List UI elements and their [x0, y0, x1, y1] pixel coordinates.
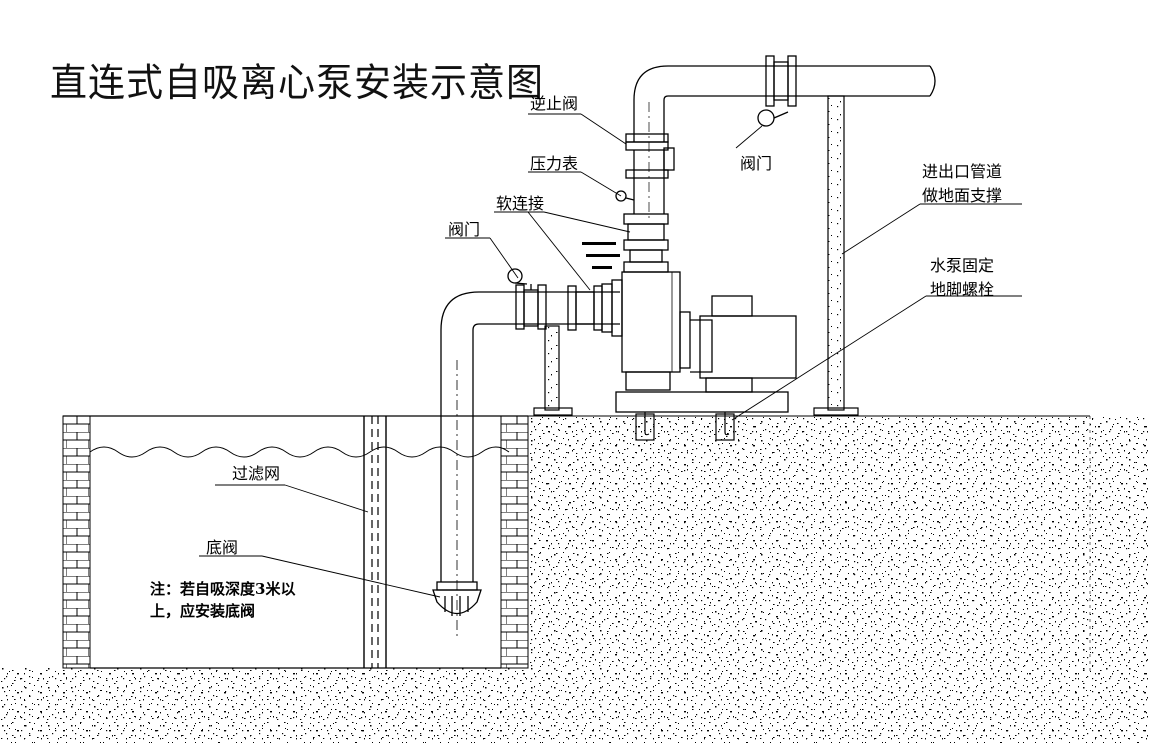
- water-surface: [89, 446, 510, 458]
- note-line-2: 上，应安装底阀: [150, 602, 256, 620]
- label-pipe-support-2: 做地面支撑: [922, 186, 1003, 205]
- filter-screen: [363, 416, 387, 668]
- anchor-bolts: [635, 412, 735, 441]
- suction-pipe: [432, 291, 520, 640]
- label-foot-valve: 底阀: [206, 538, 239, 557]
- label-valve-right: 阀门: [740, 154, 773, 173]
- discharge-pipe: [615, 55, 936, 273]
- label-flex-joint: 软连接: [496, 194, 545, 213]
- suction-line: [507, 268, 620, 333]
- pump-nameplate-marks: [582, 242, 620, 269]
- page-title: 直连式自吸离心泵安装示意图: [50, 60, 544, 106]
- label-anchor-bolt-1: 水泵固定: [930, 256, 995, 275]
- label-filter-screen: 过滤网: [232, 464, 281, 483]
- label-valve-left: 阀门: [448, 220, 481, 239]
- label-anchor-bolt-2: 地脚螺栓: [930, 280, 995, 299]
- leader-lines: [199, 113, 1022, 598]
- label-pressure-gauge: 压力表: [530, 154, 579, 173]
- note-line-1: 注：若自吸深度3米以: [150, 580, 296, 598]
- label-pipe-support-1: 进出口管道: [922, 162, 1003, 181]
- label-check-valve: 逆止阀: [530, 94, 579, 113]
- ground-fill: [0, 415, 1149, 743]
- water-tank: [62, 415, 529, 669]
- pipe-supports: [533, 95, 859, 416]
- pump: [611, 271, 797, 413]
- installation-note: 注：若自吸深度3米以 上，应安装底阀: [150, 578, 295, 622]
